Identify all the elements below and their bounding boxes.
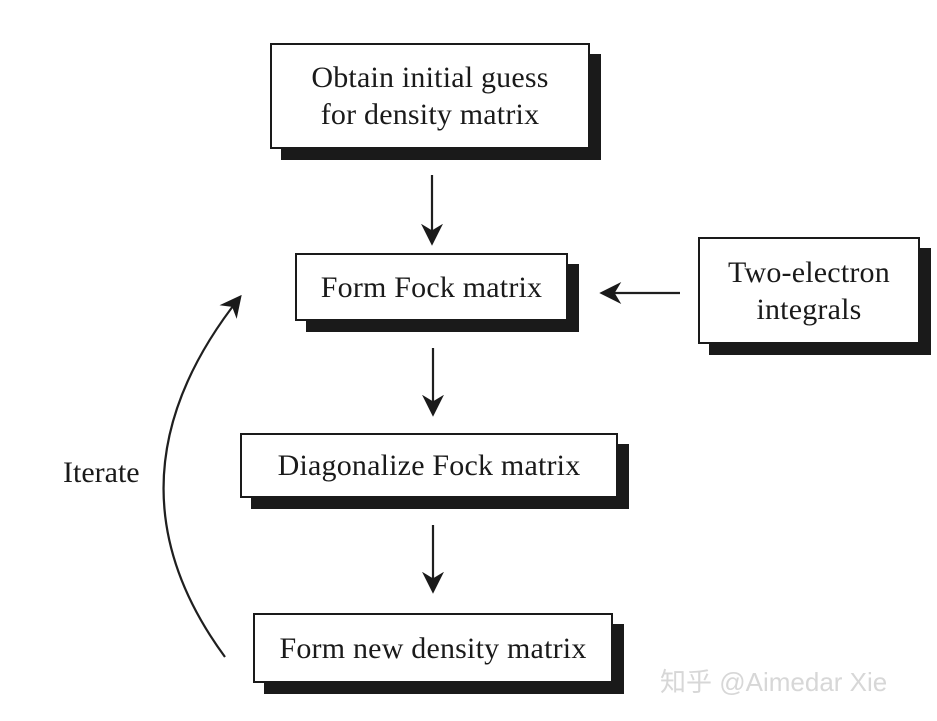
node-two-electron-integrals-line1: Two-electron: [728, 255, 890, 289]
node-diagonalize-fock-matrix-label: Diagonalize Fock matrix: [277, 449, 581, 482]
node-form-fock-matrix: Form Fock matrix: [295, 253, 568, 321]
node-form-fock-matrix-label: Form Fock matrix: [320, 270, 543, 304]
node-two-electron-integrals-line2: integrals: [756, 292, 862, 326]
node-form-new-density-matrix: Form new density matrix: [253, 613, 613, 683]
node-form-new-density-matrix-label: Form new density matrix: [279, 631, 587, 665]
watermark: 知乎 @Aimedar Xie: [660, 667, 888, 697]
arrow-iterate-loop: [162, 294, 242, 658]
node-diagonalize-fock-matrix: Diagonalize Fock matrix: [240, 433, 618, 498]
node-initial-guess: Obtain initial guess for density matrix: [270, 43, 590, 149]
node-two-electron-integrals: Two-electron integrals: [698, 237, 920, 344]
node-initial-guess-line2: for density matrix: [320, 98, 540, 131]
iterate-label: Iterate: [63, 456, 140, 489]
node-initial-guess-line1: Obtain initial guess: [311, 61, 549, 94]
